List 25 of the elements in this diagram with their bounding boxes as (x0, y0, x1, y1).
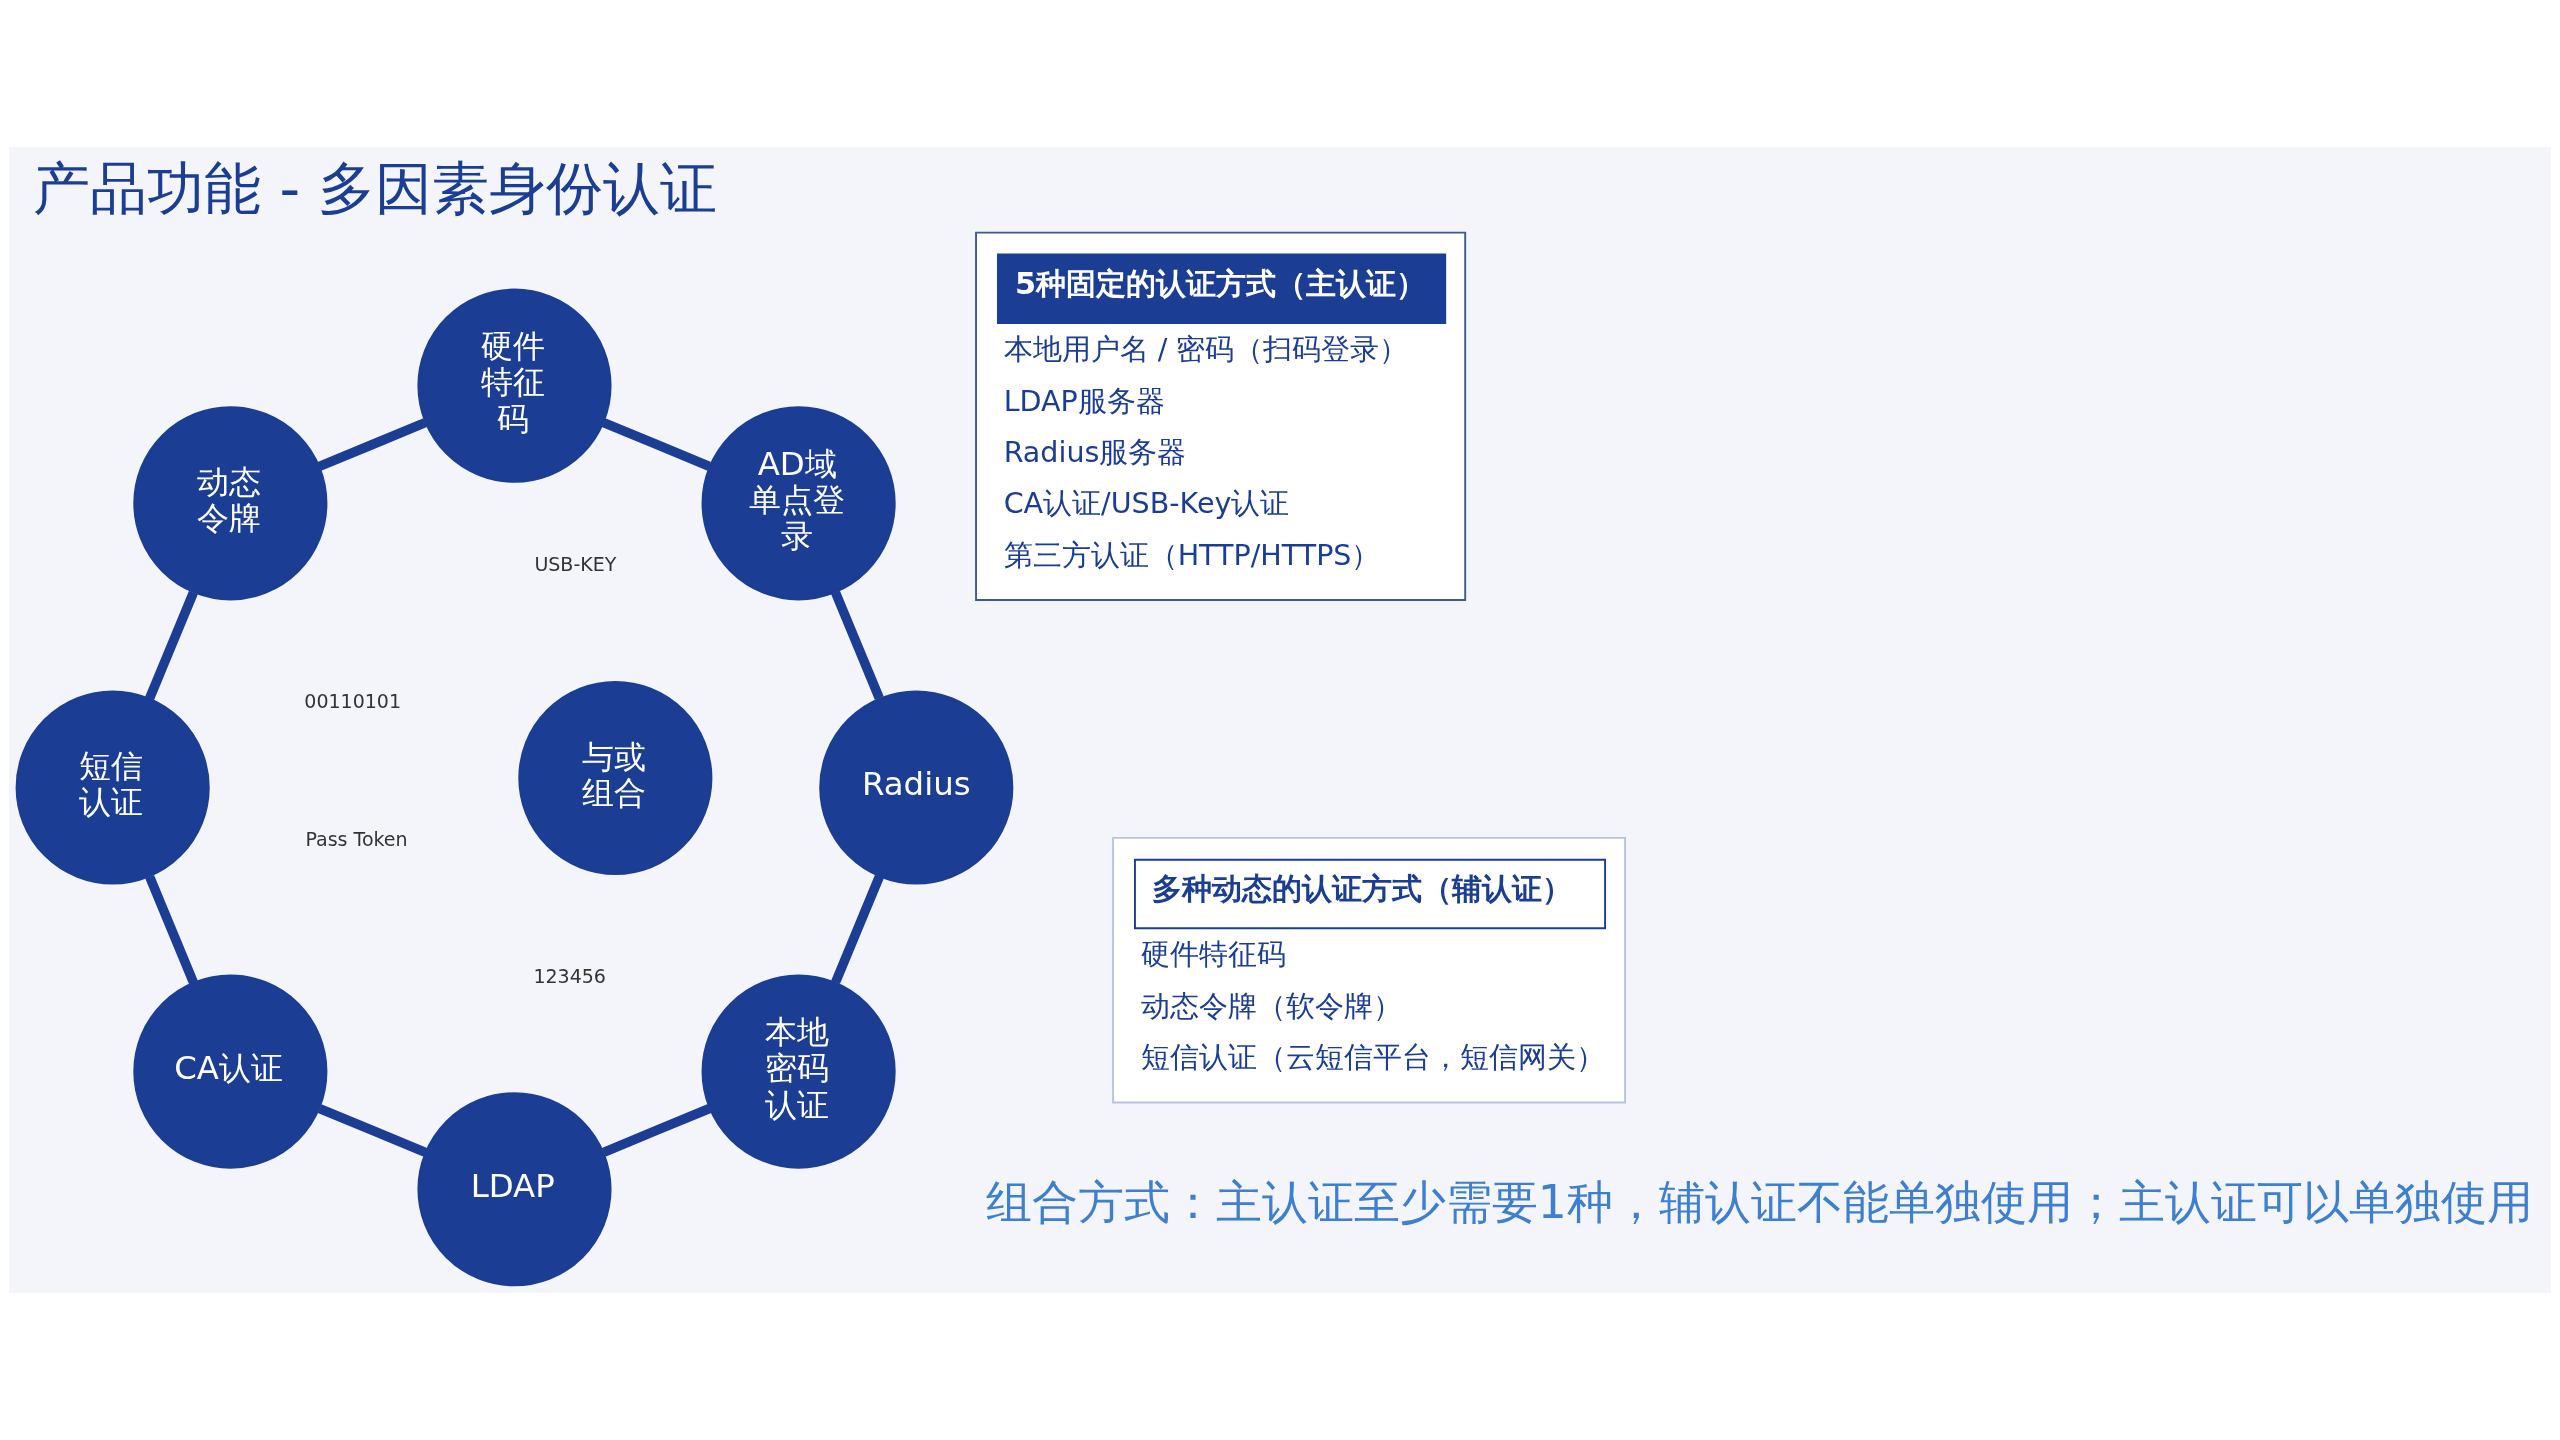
connector (831, 874, 884, 985)
label: 组合方式：主认证至少需要1种，辅认证不能单独使用；主认证可以单独使用 (985, 1176, 2533, 1230)
connector (831, 590, 884, 700)
connector (317, 1104, 428, 1157)
node-circle: 硬件特征码 (417, 288, 612, 483)
node-circle: 短信认证 (15, 690, 210, 885)
connector (317, 418, 427, 471)
label: 00110101 (304, 690, 402, 713)
connector (601, 418, 712, 471)
node-box: 5种固定的认证方式（主认证） 本地用户名 / 密码（扫码登录） LDAP服务器 Radius服务器 CA认证/USB-Key认证 第三方认证（HTTP/HTTPS） (975, 231, 1467, 601)
label: Pass Token (305, 827, 408, 850)
node-circle: CA认证 (133, 974, 328, 1169)
node-circle: 本地密码认证 (701, 974, 896, 1169)
label: USB-KEY (534, 553, 617, 576)
connector (601, 1104, 712, 1157)
label: 123456 (533, 964, 606, 987)
node-box: 多种动态的认证方式（辅认证） 硬件特征码 动态令牌（软令牌） 短信认证（云短信平台，短信网关） (1112, 836, 1627, 1104)
node-circle: AD域单点登录 (701, 406, 896, 601)
connector (145, 590, 198, 701)
diagram-title: 产品功能 - 多因素身份认证 (33, 154, 718, 221)
connector (145, 874, 198, 985)
node-circle: Radius (819, 690, 1014, 885)
node-circle: LDAP (417, 1092, 612, 1287)
node-circle: 动态令牌 (133, 406, 328, 601)
node-circle: 与或组合 (518, 680, 713, 876)
